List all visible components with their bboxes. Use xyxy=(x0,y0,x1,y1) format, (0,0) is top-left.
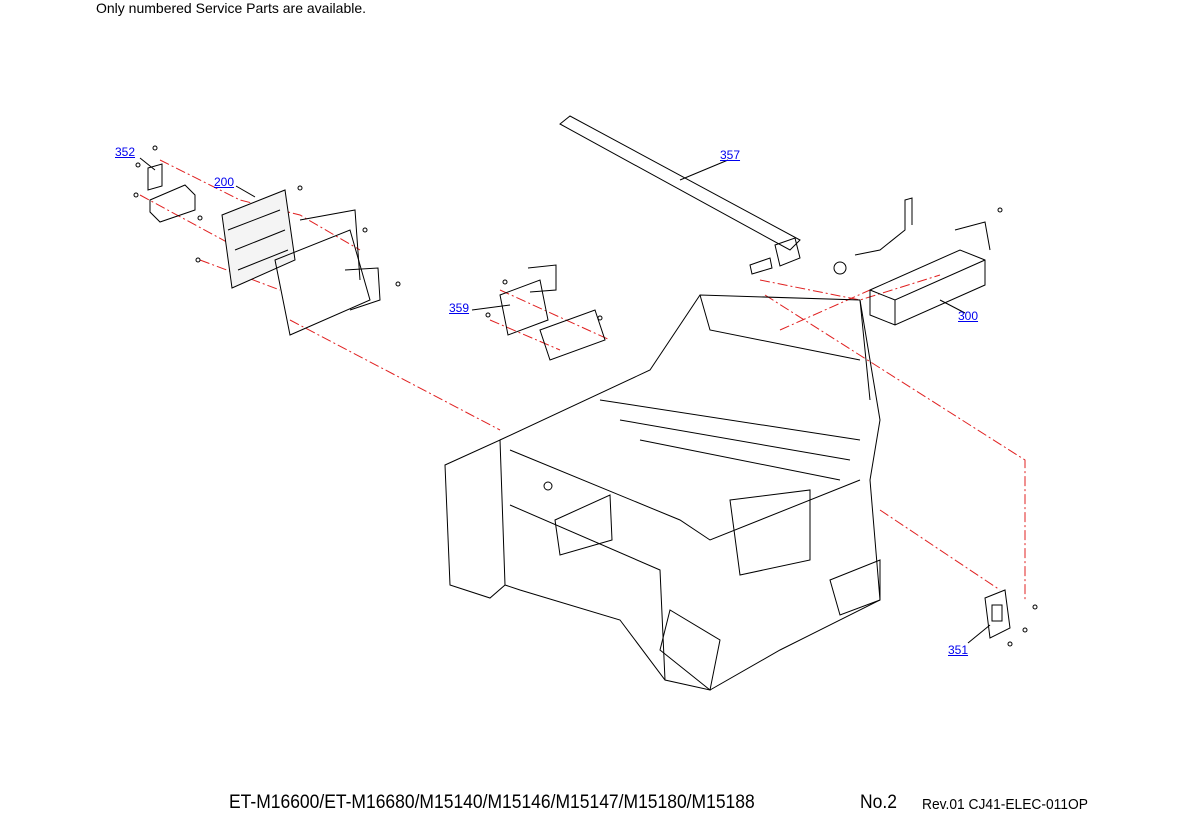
part-359-board xyxy=(485,264,606,361)
part-200-main-board xyxy=(195,185,401,336)
footer-page-number: No.2 xyxy=(860,792,897,813)
header-note: Only numbered Service Parts are availabl… xyxy=(96,0,367,16)
part-352-bracket xyxy=(133,145,196,223)
part-300-power-supply xyxy=(833,197,1003,326)
printer-body xyxy=(444,294,881,691)
part-ref-300-link[interactable]: 300 xyxy=(958,309,979,323)
leader-lines xyxy=(139,157,991,644)
part-ref-359-link[interactable]: 359 xyxy=(449,301,470,315)
part-357-ffc-cable xyxy=(559,115,801,275)
part-ref-351-link[interactable]: 351 xyxy=(948,643,969,657)
part-351-connector-board xyxy=(984,589,1038,647)
part-ref-200-link[interactable]: 200 xyxy=(214,175,235,189)
footer-revision: Rev.01 CJ41-ELEC-011OP xyxy=(922,796,1088,813)
footer-models: ET-M16600/ET-M16680/M15140/M15146/M15147… xyxy=(229,792,755,813)
part-ref-352-link[interactable]: 352 xyxy=(115,145,136,159)
guide-lines xyxy=(139,159,1026,600)
part-ref-357-link[interactable]: 357 xyxy=(720,148,741,162)
